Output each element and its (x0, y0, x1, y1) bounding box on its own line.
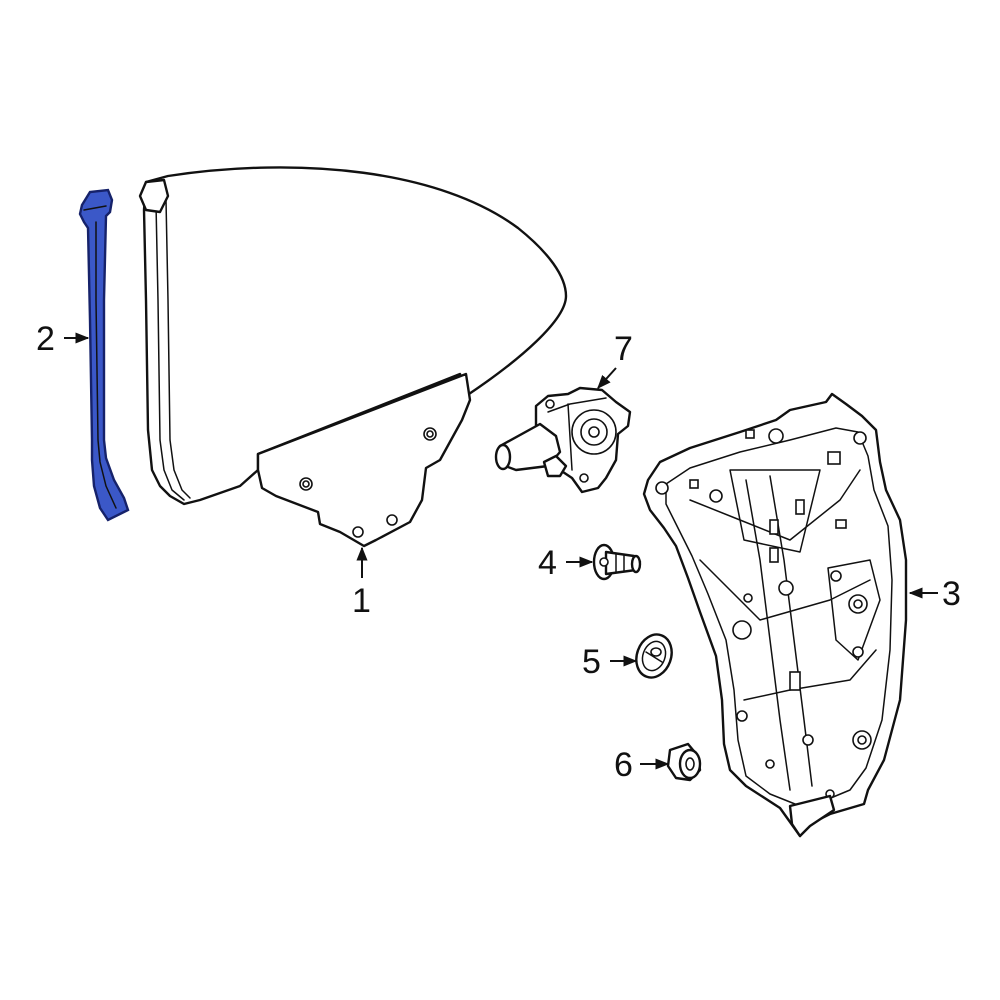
regulator-slot (795, 499, 805, 515)
plate-bolt-hole (352, 526, 364, 538)
callout-1: 1 (352, 582, 371, 620)
callout-3-group: 3 (908, 575, 961, 613)
regulator-slot (689, 479, 699, 489)
grommet-inner (641, 640, 667, 672)
part-3-window-regulator[interactable] (642, 392, 908, 838)
leader-7 (597, 367, 617, 390)
regulator-brace (827, 559, 881, 661)
regulator-hole (802, 734, 814, 746)
regulator-hole (743, 593, 753, 603)
callout-5: 5 (582, 643, 601, 681)
regulator-hole (655, 481, 669, 495)
regulator-hole-inner (853, 599, 863, 609)
regulator-brace (729, 469, 821, 553)
callout-7-group: 7 (597, 330, 633, 390)
glass-mounting-plate (256, 372, 472, 548)
motor-rib (567, 403, 573, 471)
part-2-run-channel[interactable] (78, 188, 130, 522)
grommet-hole (650, 647, 662, 657)
grommet-slit (645, 651, 663, 663)
callout-6: 6 (614, 746, 633, 784)
regulator-cable (689, 469, 861, 541)
regulator-slot (745, 429, 755, 439)
part-7-window-motor[interactable] (494, 386, 632, 494)
plate-bolt-hole-inner (302, 480, 310, 488)
part-4-bolt[interactable] (592, 543, 642, 581)
regulator-rail (745, 479, 791, 791)
regulator-hole (853, 431, 867, 445)
run-channel-top-lip (83, 205, 107, 211)
callout-2: 2 (36, 320, 55, 358)
regulator-slot (769, 547, 779, 563)
regulator-slot (827, 451, 841, 465)
callout-4: 4 (538, 544, 557, 582)
part-5-grommet[interactable] (631, 630, 678, 683)
regulator-hole (709, 489, 723, 503)
motor-connector (542, 454, 568, 478)
regulator-hole (852, 646, 864, 658)
bolt-thread (615, 553, 625, 573)
callout-3: 3 (942, 575, 961, 613)
bolt-head-center (599, 557, 609, 567)
callout-2-group: 2 (36, 320, 90, 358)
regulator-hole (768, 428, 784, 444)
run-channel-body[interactable] (78, 188, 130, 522)
glass-edge-channel-inner (155, 203, 185, 501)
regulator-foot (788, 794, 836, 838)
regulator-inner-frame (665, 427, 893, 807)
part-6-nut[interactable] (666, 742, 702, 782)
nut-bore (685, 757, 695, 771)
motor-end-cap (494, 443, 512, 471)
motor-screw-hole (579, 473, 589, 483)
regulator-cable (743, 649, 877, 701)
plate-bolt-hole (386, 514, 398, 526)
callout-5-group: 5 (582, 643, 638, 681)
regulator-hole (736, 710, 748, 722)
motor-screw-hole (545, 399, 555, 409)
callout-7: 7 (614, 330, 633, 368)
regulator-hole (778, 580, 794, 596)
run-channel-inner-edge (95, 221, 117, 509)
plate-bolt-hole-inner (426, 430, 434, 438)
callout-4-group: 4 (538, 544, 594, 582)
motor-rib (547, 397, 607, 413)
regulator-slot (789, 671, 801, 691)
callout-1-group: 1 (352, 546, 371, 620)
callout-6-group: 6 (614, 746, 670, 784)
regulator-hole (732, 620, 752, 640)
bolt-tip (630, 554, 642, 574)
regulator-cable (699, 559, 871, 621)
regulator-slot (835, 519, 847, 529)
regulator-hole (830, 570, 842, 582)
regulator-slot (769, 519, 779, 535)
regulator-hole (765, 759, 775, 769)
motor-gear-hub (588, 426, 600, 438)
glass-top-clip (138, 178, 170, 214)
regulator-hole-inner (857, 735, 867, 745)
part-1-door-glass[interactable] (138, 166, 568, 548)
